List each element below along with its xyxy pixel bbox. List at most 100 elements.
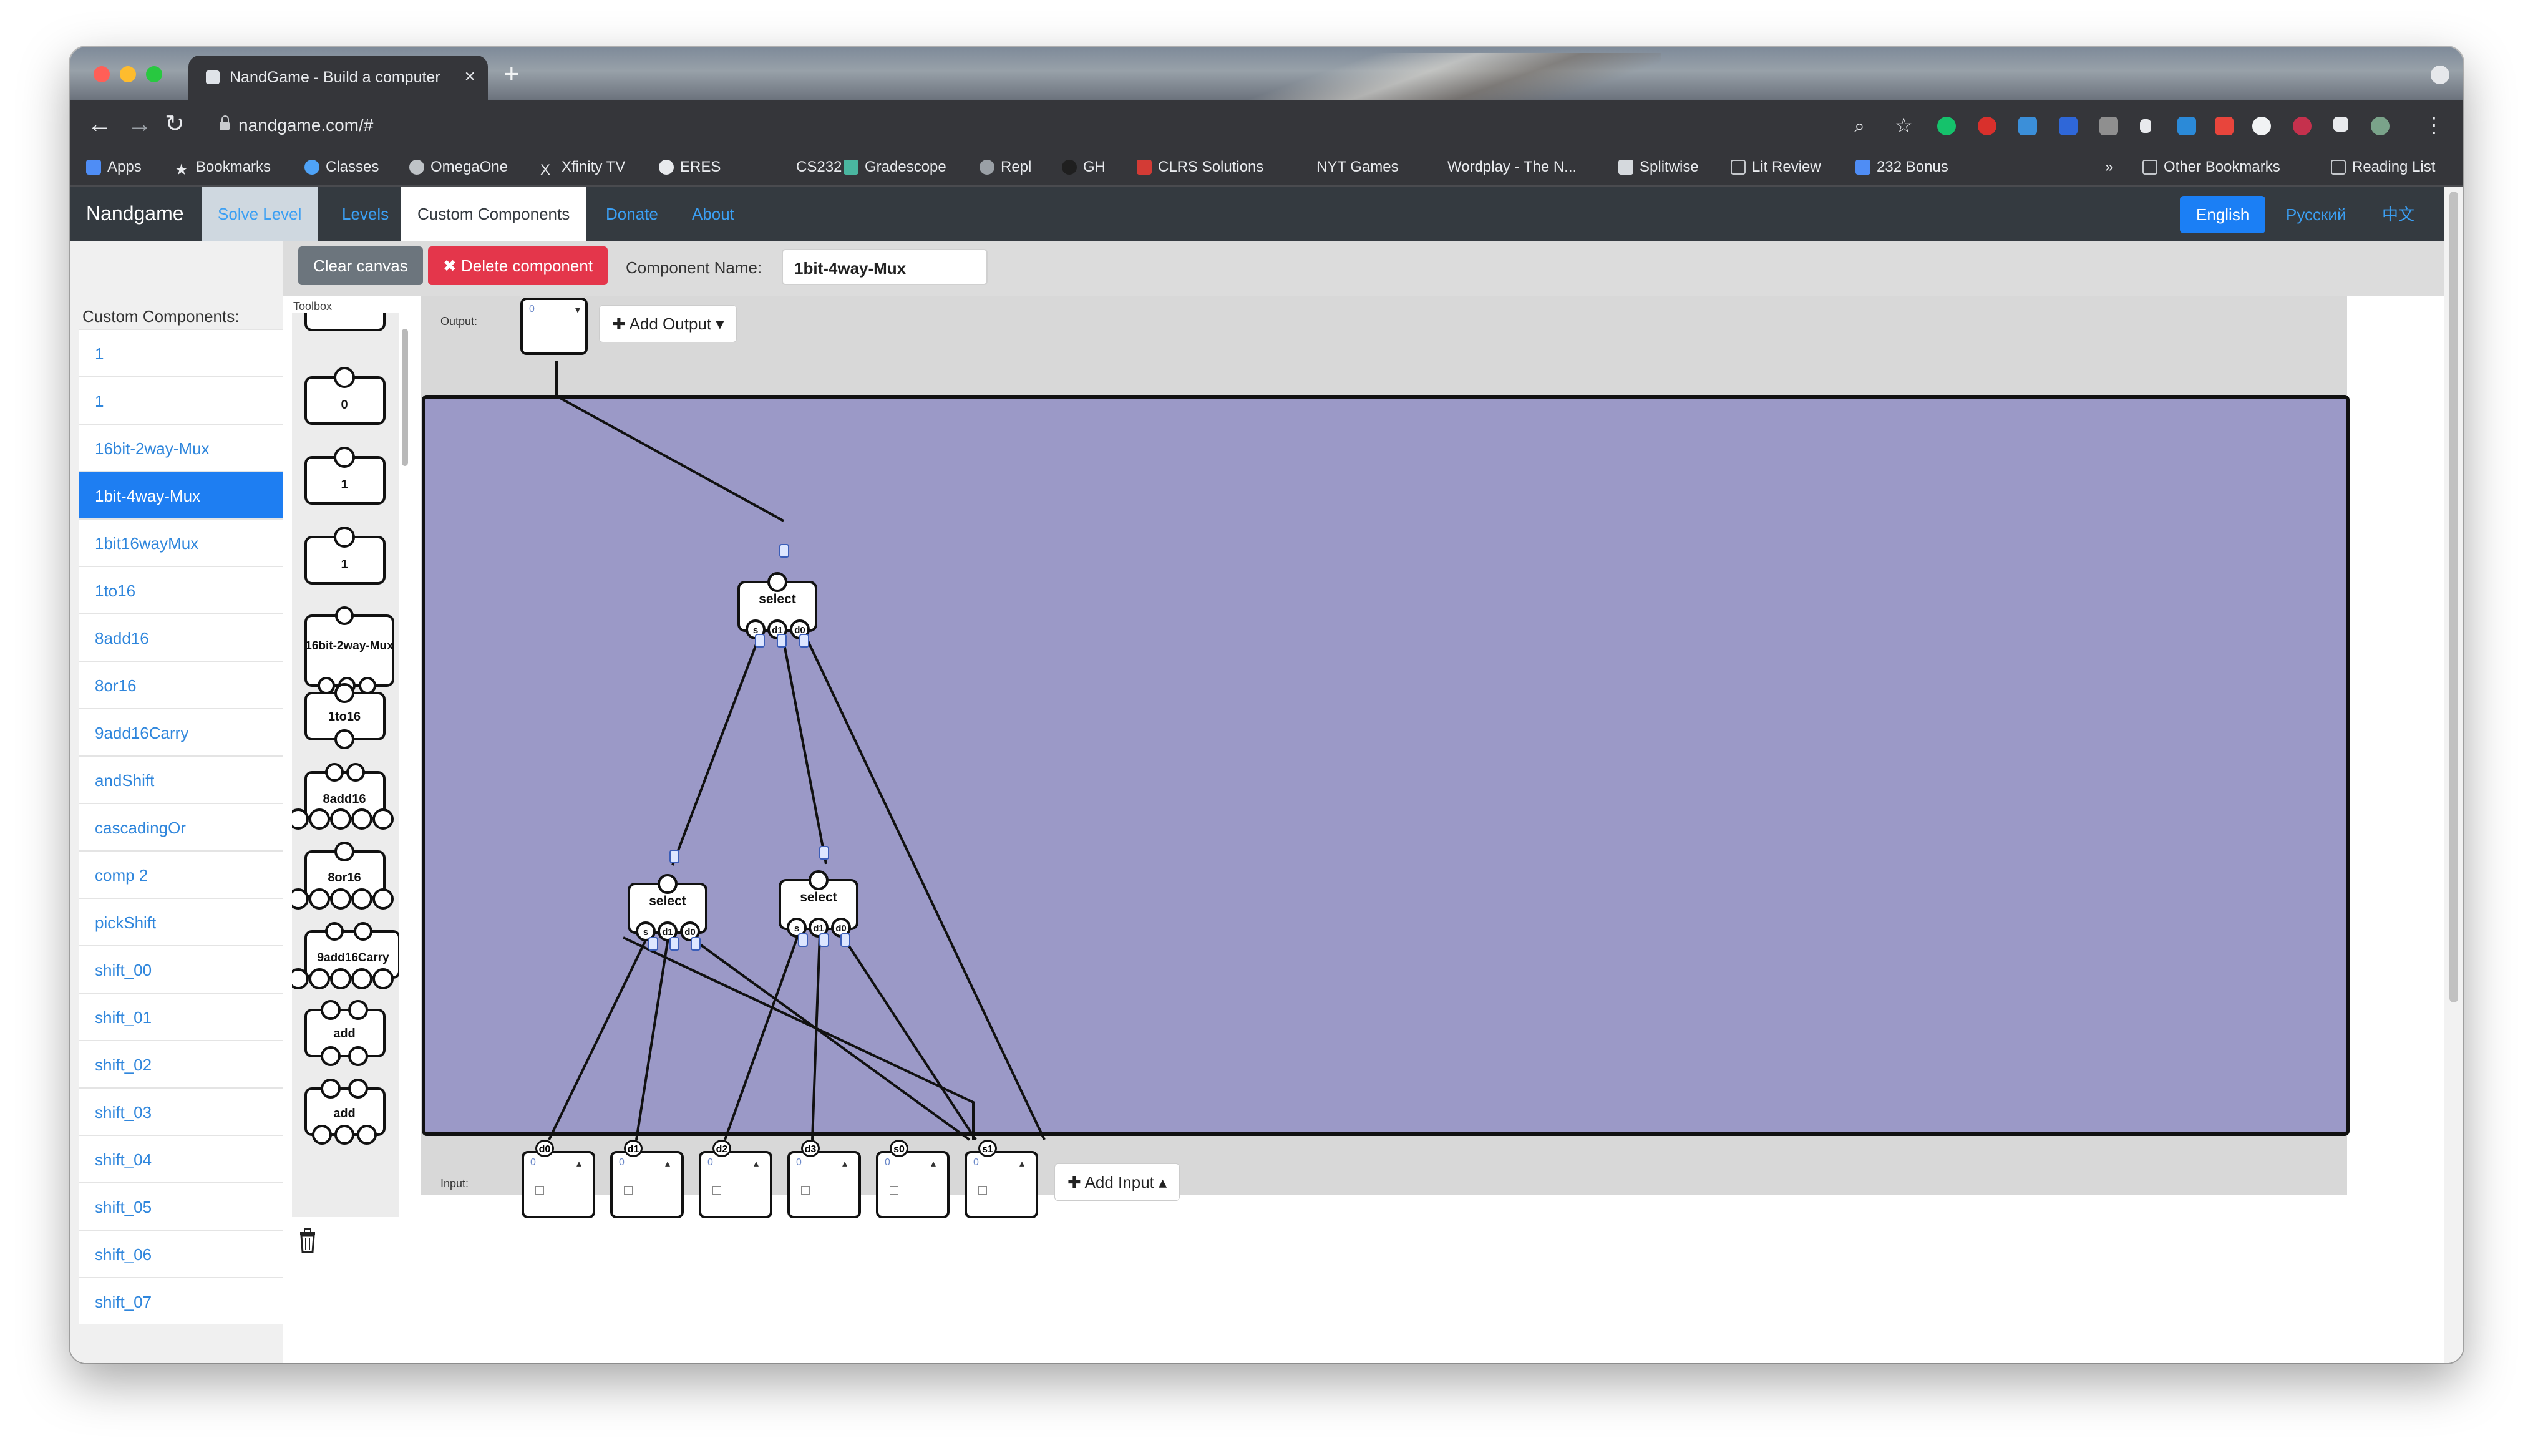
list-item[interactable]: cascadingOr xyxy=(79,803,283,850)
brand-logo[interactable]: Nandgame xyxy=(86,202,184,225)
input-value[interactable]: 0 xyxy=(707,1157,713,1168)
list-item[interactable]: comp 2 xyxy=(79,850,283,898)
input-node-d2[interactable]: d2 0▴ xyxy=(699,1140,772,1218)
output-dropdown-icon[interactable]: ▾ xyxy=(575,305,581,316)
minimize-window-button[interactable] xyxy=(120,66,136,82)
list-item[interactable]: shift_07 xyxy=(79,1277,283,1324)
component-name-input[interactable]: 1bit-4way-Mux xyxy=(782,249,988,285)
input-value[interactable]: 0 xyxy=(796,1157,802,1168)
bookmark-omegaone[interactable]: OmegaOne xyxy=(409,158,508,176)
toolbox-item-8add16[interactable]: 8add16 xyxy=(292,763,394,830)
toolbox-item-1[interactable]: 1 xyxy=(304,447,386,505)
nav-donate[interactable]: Donate xyxy=(606,205,658,223)
stepper-up-icon[interactable]: ▴ xyxy=(665,1158,671,1169)
address-bar[interactable]: nandgame.com/# xyxy=(207,109,2391,140)
shield-extension-icon[interactable] xyxy=(2059,117,2078,135)
list-item[interactable]: 8add16 xyxy=(79,613,283,661)
input-node-s0[interactable]: s0 0▴ xyxy=(876,1140,950,1218)
list-item[interactable]: pickShift xyxy=(79,898,283,945)
nav-solve-level[interactable]: Solve Level xyxy=(202,187,318,241)
stepper-up-icon[interactable]: ▴ xyxy=(931,1158,936,1169)
lock-extension-icon[interactable] xyxy=(2140,119,2151,133)
output-node[interactable]: 0 ▾ xyxy=(520,298,588,355)
toolbox-item-8or16[interactable]: 8or16 xyxy=(292,842,394,910)
stepper-up-icon[interactable]: ▴ xyxy=(576,1158,582,1169)
bookmark-bookmarks[interactable]: ★Bookmarks xyxy=(175,158,271,178)
bookmark-gradescope[interactable]: Gradescope xyxy=(844,158,946,176)
bookmark-clrs[interactable]: CLRS Solutions xyxy=(1137,158,1263,176)
bookmark-classes[interactable]: Classes xyxy=(304,158,379,176)
circuit-board[interactable] xyxy=(422,395,2350,1136)
input-value[interactable]: 0 xyxy=(885,1157,890,1168)
close-window-button[interactable] xyxy=(94,66,110,82)
nav-levels[interactable]: Levels xyxy=(342,205,389,223)
lang-english-button[interactable]: English xyxy=(2180,196,2266,233)
toolbox-item-16bit-2way-mux[interactable]: 16bit-2way-Mux xyxy=(304,606,394,694)
bookmark-reading-list[interactable]: Reading List xyxy=(2331,158,2435,176)
input-node-d0[interactable]: d0 0▴ xyxy=(522,1140,595,1218)
input-value[interactable]: 0 xyxy=(619,1157,625,1168)
list-item[interactable]: shift_03 xyxy=(79,1087,283,1135)
list-item[interactable]: 1 xyxy=(79,329,283,376)
stepper-up-icon[interactable]: ▴ xyxy=(842,1158,848,1169)
bookmark-wordplay[interactable]: Wordplay - The N... xyxy=(1426,158,1577,176)
bookmark-232-bonus[interactable]: 232 Bonus xyxy=(1855,158,1948,176)
list-item[interactable]: shift_02 xyxy=(79,1040,283,1087)
bookmark-lit-review[interactable]: Lit Review xyxy=(1731,158,1821,176)
toolbox-item-add[interactable]: add xyxy=(304,1000,386,1066)
lastpass-extension-icon[interactable] xyxy=(2215,117,2234,135)
list-item[interactable]: shift_00 xyxy=(79,945,283,993)
zoom-window-button[interactable] xyxy=(146,66,162,82)
grammarly-extension-icon[interactable] xyxy=(1937,117,1956,135)
check-extension-icon[interactable] xyxy=(2252,117,2271,135)
close-tab-icon[interactable]: × xyxy=(464,66,475,87)
list-item[interactable]: 9add16Carry xyxy=(79,708,283,755)
bookmark-repl[interactable]: Repl xyxy=(980,158,1031,176)
adblock-extension-icon[interactable] xyxy=(1978,117,1996,135)
input-checkbox[interactable] xyxy=(712,1186,721,1195)
input-checkbox[interactable] xyxy=(535,1186,544,1195)
extensions-puzzle-icon[interactable] xyxy=(2333,117,2348,132)
bookmark-apps[interactable]: Apps xyxy=(86,158,142,176)
bookmark-star-icon[interactable]: ☆ xyxy=(1895,114,1913,137)
toolbox-item-0[interactable]: 0 xyxy=(304,367,386,425)
toolbox-item-9add16carry[interactable]: 9add16Carry xyxy=(292,922,399,989)
new-tab-icon[interactable]: + xyxy=(503,59,520,89)
input-node-d1[interactable]: d1 0▴ xyxy=(610,1140,684,1218)
list-item[interactable]: 8or16 xyxy=(79,661,283,708)
bookmark-splitwise[interactable]: Splitwise xyxy=(1618,158,1699,176)
bookmark-gh[interactable]: GH xyxy=(1062,158,1106,176)
input-value[interactable]: 0 xyxy=(973,1157,979,1168)
nav-about[interactable]: About xyxy=(692,205,734,223)
add-output-button[interactable]: ✚ Add Output ▾ xyxy=(599,305,737,342)
list-item[interactable]: shift_01 xyxy=(79,993,283,1040)
bookmark-nyt[interactable]: NYT Games xyxy=(1295,158,1399,176)
input-node-s1[interactable]: s1 0▴ xyxy=(965,1140,1038,1218)
puzzle-extension-icon[interactable] xyxy=(2099,117,2118,135)
page-scrollbar[interactable] xyxy=(2444,187,2463,1363)
menu-kebab-icon[interactable]: ⋮ xyxy=(2423,114,2444,137)
list-item[interactable]: andShift xyxy=(79,755,283,803)
list-item-selected[interactable]: 1bit-4way-Mux xyxy=(79,471,283,518)
list-item[interactable]: 16bit-2way-Mux xyxy=(79,424,283,471)
tab-search-icon[interactable] xyxy=(2431,66,2449,84)
bookmark-eres[interactable]: ERES xyxy=(659,158,721,176)
toolbox-item-1-16bit[interactable]: 1 xyxy=(304,527,386,585)
stepper-up-icon[interactable]: ▴ xyxy=(754,1158,759,1169)
delete-component-button[interactable]: ✖ Delete component xyxy=(428,246,608,285)
list-item[interactable]: 1to16 xyxy=(79,566,283,613)
toolbox-item-1to16[interactable]: 1to16 xyxy=(304,683,386,749)
record-extension-icon[interactable] xyxy=(2293,117,2312,135)
nav-custom-components[interactable]: Custom Components xyxy=(401,187,586,241)
reload-icon[interactable]: ↻ xyxy=(165,111,185,137)
toolbox-scrollbar[interactable] xyxy=(402,329,408,466)
list-item[interactable]: shift_05 xyxy=(79,1182,283,1230)
list-item[interactable]: shift_06 xyxy=(79,1230,283,1277)
stepper-up-icon[interactable]: ▴ xyxy=(1019,1158,1025,1169)
input-checkbox[interactable] xyxy=(624,1186,633,1195)
input-checkbox[interactable] xyxy=(890,1186,898,1195)
input-checkbox[interactable] xyxy=(978,1186,987,1195)
bookmarks-more-icon[interactable]: » xyxy=(2105,158,2114,175)
browser-tab[interactable]: NandGame - Build a computer × xyxy=(188,56,488,100)
